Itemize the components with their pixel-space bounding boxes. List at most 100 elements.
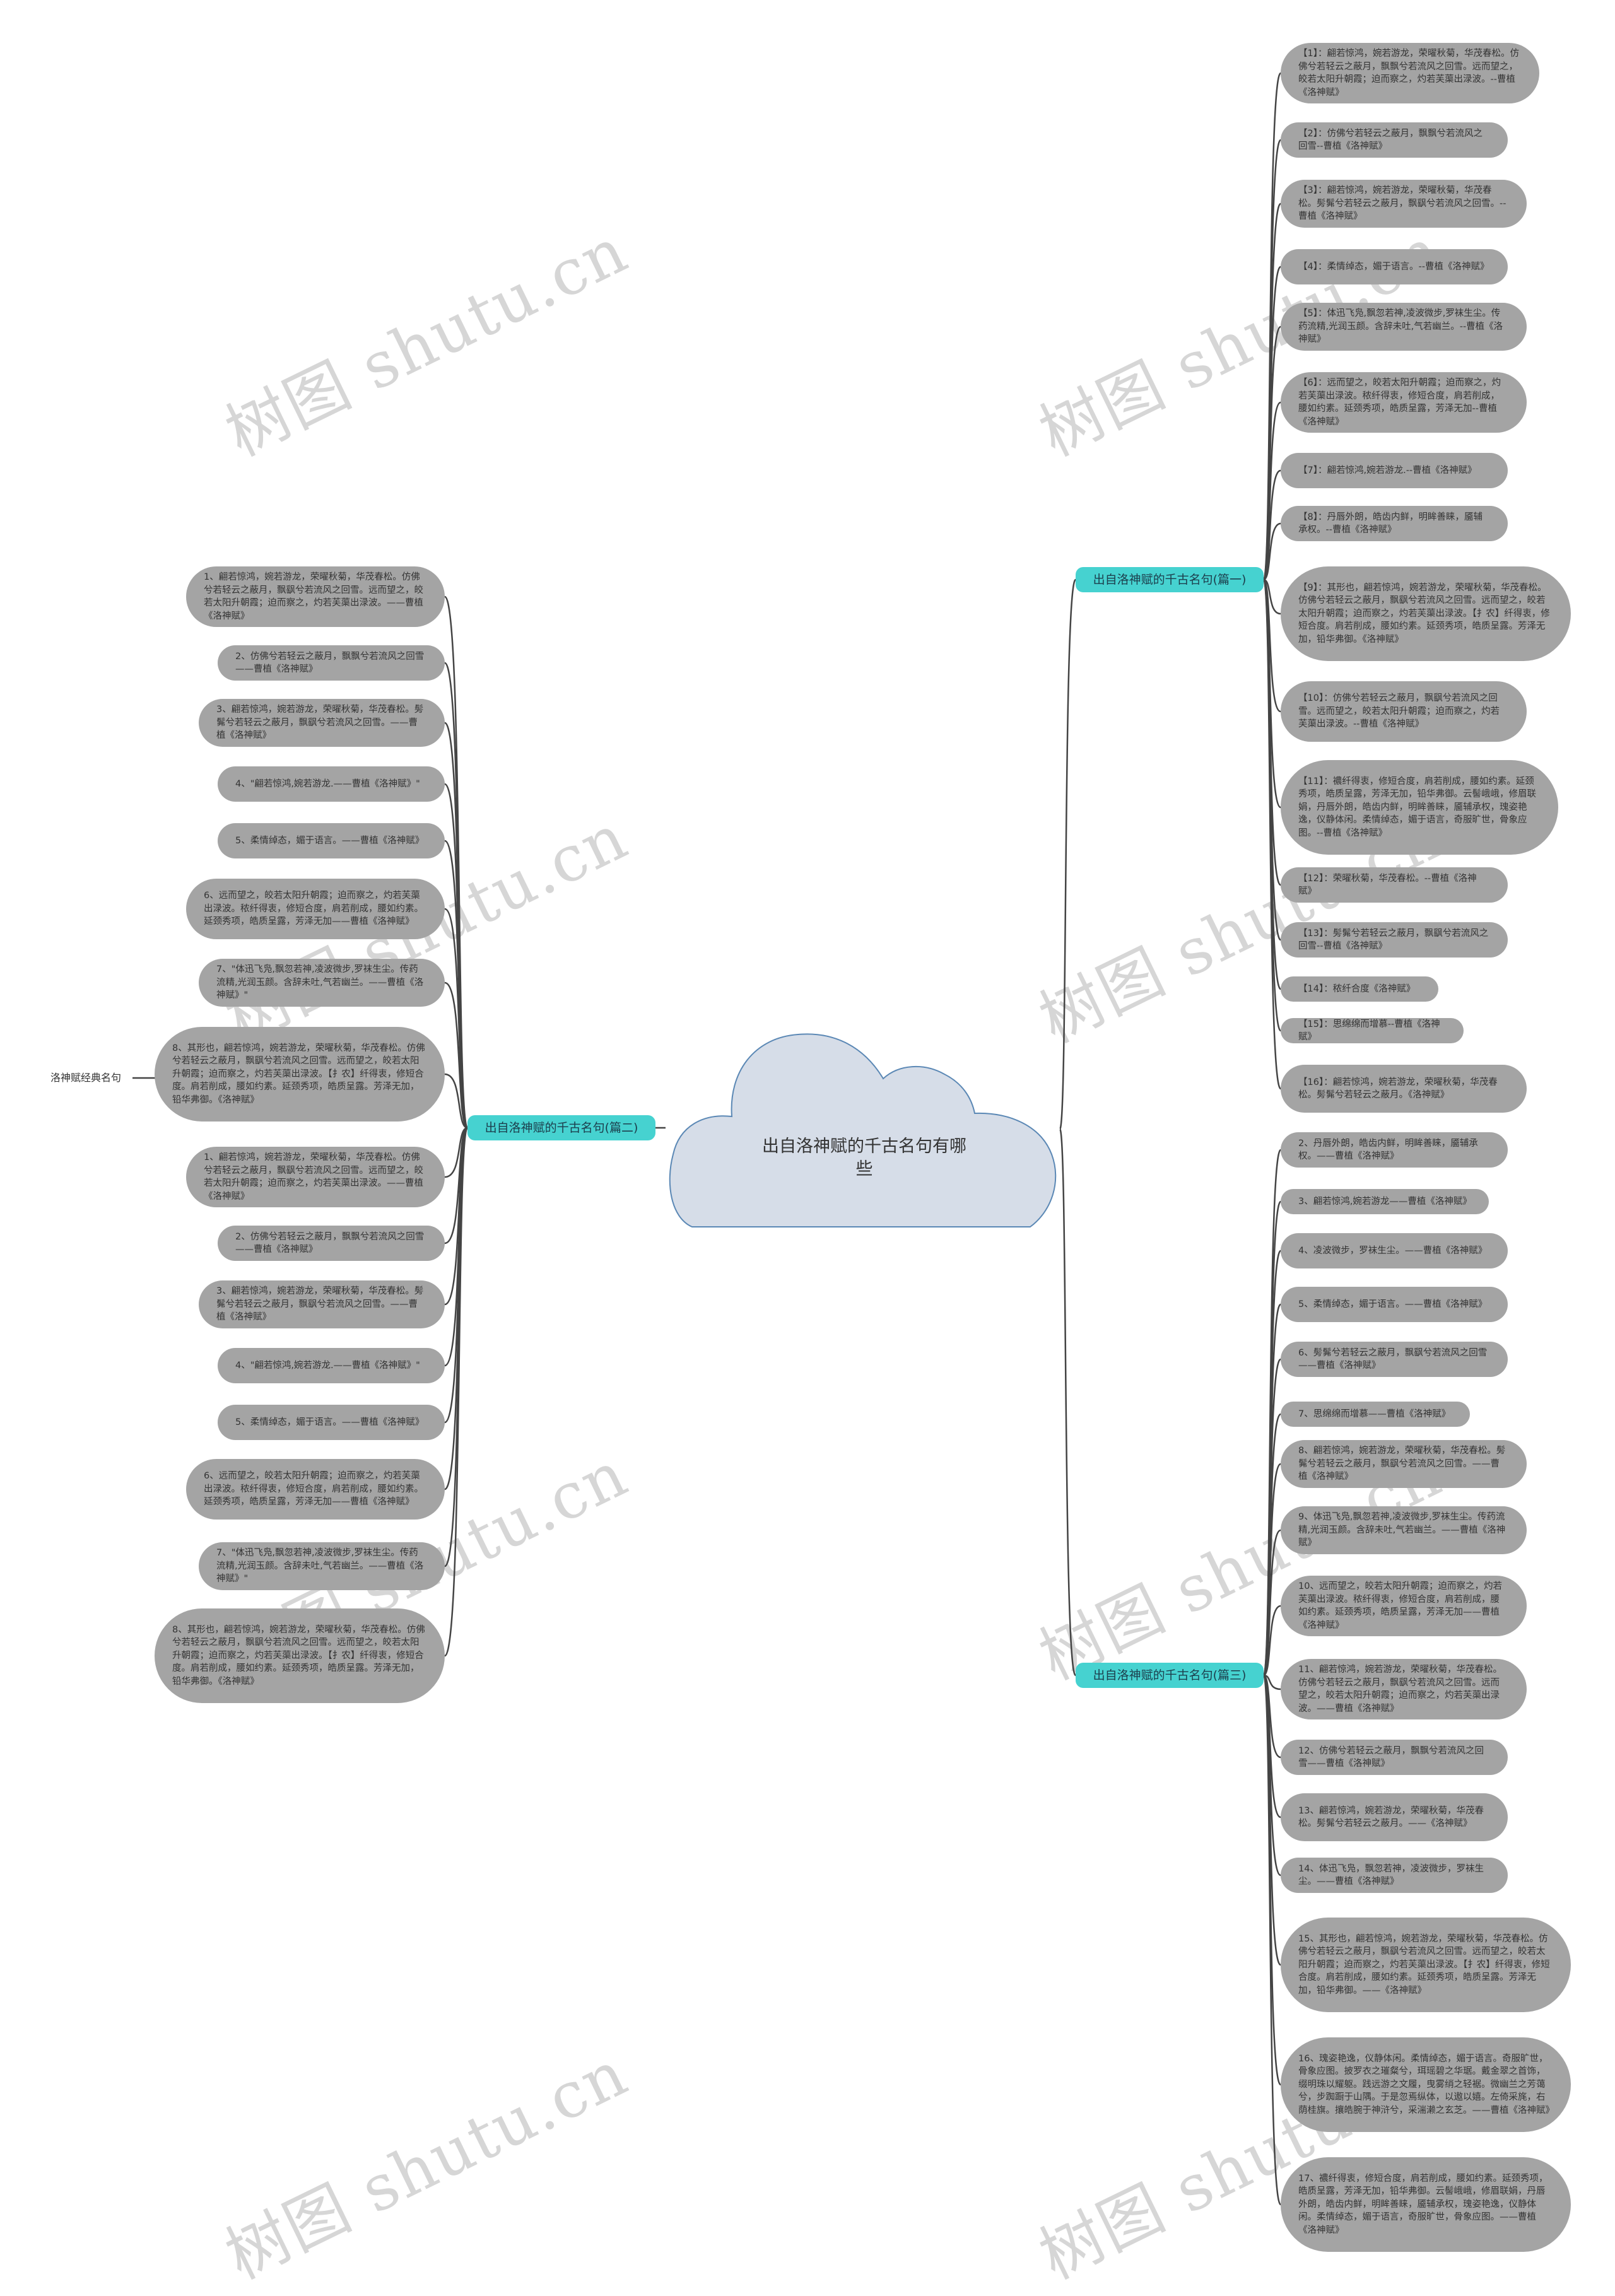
side-label: 洛神赋经典名句 [50, 1072, 121, 1084]
leaf-node[interactable]: 5、柔情绰态，媚于语言。——曹植《洛神赋》 [218, 823, 445, 858]
leaf-text: 3、翩若惊鸿,婉若游龙——曹植《洛神赋》 [1298, 1196, 1472, 1207]
connector-line [444, 981, 469, 1129]
leaf-node[interactable]: 【10】：仿佛兮若轻云之蔽月，飘飖兮若流风之回雪。远而望之，皎若太阳升朝霞；迫而… [1281, 681, 1527, 742]
leaf-text: 【16】：翩若惊鸿，婉若游龙，荣曜秋菊，华茂春松。髣髴兮若轻云之蔽月。《洛神赋》 [1298, 1077, 1498, 1101]
leaf-node[interactable]: 1、翩若惊鸿，婉若游龙，荣曜秋菊，华茂春松。仿佛兮若轻云之蔽月，飘飖兮若流风之回… [186, 1147, 445, 1207]
leaf-text: 【2】：仿佛兮若轻云之蔽月，飘飘兮若流风之回雪--曹植《洛神赋》 [1298, 128, 1483, 152]
leaf-node[interactable]: 7、"体迅飞凫,飘忽若神,凌波微步,罗袜生尘。传药流精,光润玉颜。含辞未吐,气若… [199, 959, 445, 1007]
leaf-node[interactable]: 17、襛纤得衷，修短合度，肩若削成，腰如约素。延颈秀项，皓质呈露，芳泽无加，铅华… [1281, 2157, 1571, 2252]
leaf-node[interactable]: 5、柔情绰态，媚于语言。——曹植《洛神赋》 [218, 1405, 445, 1440]
leaf-text: 3、翩若惊鸿，婉若游龙，荣曜秋菊，华茂春松。髣髴兮若轻云之蔽月，飘飖兮若流风之回… [216, 1286, 424, 1323]
leaf-node[interactable]: 3、翩若惊鸿，婉若游龙，荣曜秋菊，华茂春松。髣髴兮若轻云之蔽月，飘飖兮若流风之回… [199, 699, 445, 747]
leaf-text: 11、翩若惊鸿，婉若游龙，荣曜秋菊，华茂春松。仿佛兮若轻云之蔽月，飘飖兮若流风之… [1298, 1665, 1502, 1714]
leaf-node[interactable]: 【7】：翩若惊鸿,婉若游龙.--曹植《洛神赋》 [1281, 453, 1508, 488]
leaf-node[interactable]: 12、仿佛兮若轻云之蔽月，飘飘兮若流风之回雪——曹植《洛神赋》 [1281, 1740, 1508, 1775]
leaf-node[interactable]: 【12】：荣曜秋菊，华茂春松。--曹植《洛神赋》 [1281, 867, 1508, 903]
leaf-text: 3、翩若惊鸿，婉若游龙，荣曜秋菊，华茂春松。髣髴兮若轻云之蔽月，飘飖兮若流风之回… [216, 705, 424, 741]
leaf-node[interactable]: 8、其形也，翩若惊鸿，婉若游龙，荣曜秋菊，华茂春松。仿佛兮若轻云之蔽月，飘飖兮若… [155, 1027, 445, 1122]
leaf-node[interactable]: 4、凌波微步，罗袜生尘。——曹植《洛神赋》 [1281, 1233, 1508, 1268]
leaf-text: 2、仿佛兮若轻云之蔽月，飘飘兮若流风之回雪——曹植《洛神赋》 [235, 651, 425, 675]
leaf-node[interactable]: 【16】：翩若惊鸿，婉若游龙，荣曜秋菊，华茂春松。髣髴兮若轻云之蔽月。《洛神赋》 [1281, 1065, 1527, 1113]
leaf-text: 15、其形也，翩若惊鸿，婉若游龙，荣曜秋菊，华茂春松。仿佛兮若轻云之蔽月，飘飖兮… [1298, 1933, 1550, 1996]
leaf-node[interactable]: 【8】：丹唇外朗，皓齿内鲜，明眸善睐，靥辅承权。--曹植《洛神赋》 [1281, 506, 1508, 541]
leaf-text: 6、远而望之，皎若太阳升朝霞；迫而察之，灼若芙蕖出渌波。秾纤得衷，修短合度，肩若… [204, 891, 423, 927]
connector-line [443, 1127, 469, 1657]
leaf-node[interactable]: 15、其形也，翩若惊鸿，婉若游龙，荣曜秋菊，华茂春松。仿佛兮若轻云之蔽月，飘飖兮… [1281, 1918, 1571, 2012]
leaf-node[interactable]: 【11】：襛纤得衷，修短合度，肩若削成，腰如约素。延颈秀项，皓质呈露，芳泽无加，… [1281, 760, 1558, 855]
leaf-node[interactable]: 【9】：其形也，翩若惊鸿，婉若游龙，荣曜秋菊，华茂春松。仿佛兮若轻云之蔽月，飘飖… [1281, 566, 1571, 661]
leaf-node[interactable]: 2、仿佛兮若轻云之蔽月，飘飘兮若流风之回雪——曹植《洛神赋》 [218, 645, 445, 681]
branch-part3[interactable]: 出自洛神赋的千古名句(篇三) [1076, 1663, 1264, 1688]
leaf-node[interactable]: 7、思绵绵而增慕——曹植《洛神赋》 [1281, 1402, 1470, 1427]
leaf-text: 【14】：秾纤合度《洛神赋》 [1298, 983, 1416, 994]
leaf-node[interactable]: 14、体迅飞凫，飘忽若神，凌波微步，罗袜生尘。——曹植《洛神赋》 [1281, 1858, 1508, 1893]
leaf-node[interactable]: 4、"翩若惊鸿,婉若游龙.——曹植《洛神赋》" [218, 766, 445, 802]
leaf-node[interactable]: 【4】：柔情绰态，媚于语言。--曹植《洛神赋》 [1281, 249, 1508, 284]
leaf-node[interactable]: 【13】：髣髴兮若轻云之蔽月，飘飖兮若流风之回雪--曹植《洛神赋》 [1281, 922, 1508, 958]
leaf-text: 14、体迅飞凫，飘忽若神，凌波微步，罗袜生尘。——曹植《洛神赋》 [1298, 1863, 1484, 1887]
leaf-node[interactable]: 8、翩若惊鸿，婉若游龙，荣曜秋菊，华茂春松。髣髴兮若轻云之蔽月，飘飖兮若流风之回… [1281, 1440, 1527, 1488]
leaf-node[interactable]: 10、远而望之，皎若太阳升朝霞；迫而察之，灼若芙蕖出渌波。秾纤得衷，修短合度，肩… [1281, 1576, 1527, 1636]
leaf-node[interactable]: 6、远而望之，皎若太阳升朝霞；迫而察之，灼若芙蕖出渌波。秾纤得衷，修短合度，肩若… [186, 1459, 445, 1520]
leaf-text: 5、柔情绰态，媚于语言。——曹植《洛神赋》 [235, 1417, 425, 1427]
leaf-node[interactable]: 2、丹唇外朗，皓齿内鲜，明眸善睐，靥辅承权。——曹植《洛神赋》 [1281, 1132, 1508, 1168]
leaf-text: 【3】：翩若惊鸿，婉若游龙，荣曜秋菊，华茂春松。髣髴兮若轻云之蔽月，飘飖兮若流风… [1298, 185, 1506, 222]
leaf-text: 7、"体迅飞凫,飘忽若神,凌波微步,罗袜生尘。传药流精,光润玉颜。含辞未吐,气若… [216, 1548, 424, 1584]
leaf-node[interactable]: 【14】：秾纤合度《洛神赋》 [1281, 976, 1438, 1002]
leaf-node[interactable]: 5、柔情绰态，媚于语言。——曹植《洛神赋》 [1281, 1287, 1508, 1322]
leaf-node[interactable]: 11、翩若惊鸿，婉若游龙，荣曜秋菊，华茂春松。仿佛兮若轻云之蔽月，飘飖兮若流风之… [1281, 1659, 1527, 1719]
leaf-text: 4、"翩若惊鸿,婉若游龙.——曹植《洛神赋》" [235, 778, 420, 789]
leaf-text: 6、远而望之，皎若太阳升朝霞；迫而察之，灼若芙蕖出渌波。秾纤得衷，修短合度，肩若… [204, 1471, 423, 1508]
leaf-node[interactable]: 【1】：翩若惊鸿，婉若游龙，荣曜秋菊，华茂春松。仿佛兮若轻云之蔽月，飘飘兮若流风… [1281, 43, 1539, 103]
leaf-text: 【7】：翩若惊鸿,婉若游龙.--曹植《洛神赋》 [1298, 465, 1477, 476]
leaf-node[interactable]: 1、翩若惊鸿，婉若游龙，荣曜秋菊，华茂春松。仿佛兮若轻云之蔽月，飘飖兮若流风之回… [186, 566, 445, 627]
leaf-node[interactable]: 6、髣髴兮若轻云之蔽月，飘飖兮若流风之回雪——曹植《洛神赋》 [1281, 1342, 1508, 1377]
leaf-text: 【9】：其形也，翩若惊鸿，婉若游龙，荣曜秋菊，华茂春松。仿佛兮若轻云之蔽月，飘飖… [1298, 582, 1550, 645]
leaf-text: 8、翩若惊鸿，婉若游龙，荣曜秋菊，华茂春松。髣髴兮若轻云之蔽月，飘飖兮若流风之回… [1298, 1446, 1506, 1482]
leaf-text: 【15】：思绵绵而增慕--曹植《洛神赋》 [1298, 1019, 1440, 1043]
leaf-text: 17、襛纤得衷，修短合度，肩若削成，腰如约素。延颈秀项，皓质呈露，芳泽无加，铅华… [1298, 2173, 1548, 2235]
leaf-text: 【6】：远而望之，皎若太阳升朝霞；迫而察之，灼若芙蕖出渌波。秾纤得衷，修短合度，… [1298, 378, 1501, 427]
leaf-node[interactable]: 【5】：体迅飞凫,飘忽若神,凌波微步,罗袜生尘。传药流精,光润玉颜。含辞未吐,气… [1281, 303, 1527, 351]
leaf-text: 7、思绵绵而增慕——曹植《洛神赋》 [1298, 1409, 1451, 1419]
leaf-node[interactable]: 3、翩若惊鸿,婉若游龙——曹植《洛神赋》 [1281, 1189, 1489, 1214]
leaf-text: 【5】：体迅飞凫,飘忽若神,凌波微步,罗袜生尘。传药流精,光润玉颜。含辞未吐,气… [1298, 308, 1503, 345]
leaf-text: 【12】：荣曜秋菊，华茂春松。--曹植《洛神赋》 [1298, 873, 1477, 897]
branch-part1[interactable]: 出自洛神赋的千古名句(篇一) [1076, 567, 1264, 592]
leaf-text: 【10】：仿佛兮若轻云之蔽月，飘飖兮若流风之回雪。远而望之，皎若太阳升朝霞；迫而… [1298, 693, 1500, 730]
leaf-node[interactable]: 7、"体迅飞凫,飘忽若神,凌波微步,罗袜生尘。传药流精,光润玉颜。含辞未吐,气若… [199, 1542, 445, 1590]
connector-line [1059, 578, 1077, 1130]
leaf-node[interactable]: 6、远而望之，皎若太阳升朝霞；迫而察之，灼若芙蕖出渌波。秾纤得衷，修短合度，肩若… [186, 879, 445, 939]
leaf-text: 8、其形也，翩若惊鸿，婉若游龙，荣曜秋菊，华茂春松。仿佛兮若轻云之蔽月，飘飖兮若… [172, 1624, 425, 1687]
leaf-text: 【1】：翩若惊鸿，婉若游龙，荣曜秋菊，华茂春松。仿佛兮若轻云之蔽月，飘飘兮若流风… [1298, 49, 1519, 98]
cloud-shape [669, 1033, 1057, 1227]
leaf-node[interactable]: 4、"翩若惊鸿,婉若游龙.——曹植《洛神赋》" [218, 1348, 445, 1383]
leaf-node[interactable]: 9、体迅飞凫,飘忽若神,凌波微步,罗袜生尘。传药流精,光润玉颜。含辞未吐,气若幽… [1281, 1506, 1527, 1554]
connector-line [1262, 1674, 1282, 2206]
leaf-node[interactable]: 【2】：仿佛兮若轻云之蔽月，飘飘兮若流风之回雪--曹植《洛神赋》 [1281, 122, 1508, 158]
leaf-node[interactable]: 【3】：翩若惊鸿，婉若游龙，荣曜秋菊，华茂春松。髣髴兮若轻云之蔽月，飘飖兮若流风… [1281, 180, 1527, 228]
leaf-text: 8、其形也，翩若惊鸿，婉若游龙，荣曜秋菊，华茂春松。仿佛兮若轻云之蔽月，飘飖兮若… [172, 1043, 425, 1105]
connector-line [1263, 1605, 1281, 1677]
leaf-text: 5、柔情绰态，媚于语言。——曹植《洛神赋》 [1298, 1299, 1488, 1309]
leaf-node[interactable]: 13、翩若惊鸿，婉若游龙，荣曜秋菊，华茂春松。髣髴兮若轻云之蔽月。——《洛神赋》 [1281, 1793, 1508, 1841]
leaf-node[interactable]: 3、翩若惊鸿，婉若游龙，荣曜秋菊，华茂春松。髣髴兮若轻云之蔽月，飘飖兮若流风之回… [199, 1280, 445, 1328]
leaf-text: 【13】：髣髴兮若轻云之蔽月，飘飖兮若流风之回雪--曹植《洛神赋》 [1298, 928, 1489, 952]
leaf-node[interactable]: 2、仿佛兮若轻云之蔽月，飘飘兮若流风之回雪——曹植《洛神赋》 [218, 1226, 445, 1261]
leaf-text: 【4】：柔情绰态，媚于语言。--曹植《洛神赋》 [1298, 261, 1489, 272]
branch-part2[interactable]: 出自洛神赋的千古名句(篇二) [467, 1115, 655, 1140]
leaf-node[interactable]: 【6】：远而望之，皎若太阳升朝霞；迫而察之，灼若芙蕖出渌波。秾纤得衷，修短合度，… [1281, 372, 1527, 433]
root-topic-cloud[interactable]: 出自洛神赋的千古名句有哪些 [666, 1019, 1060, 1236]
leaf-text: 4、"翩若惊鸿,婉若游龙.——曹植《洛神赋》" [235, 1360, 420, 1371]
leaf-text: 2、仿佛兮若轻云之蔽月，飘飘兮若流风之回雪——曹植《洛神赋》 [235, 1231, 425, 1255]
leaf-text: 6、髣髴兮若轻云之蔽月，飘飖兮若流风之回雪——曹植《洛神赋》 [1298, 1347, 1488, 1371]
leaf-text: 9、体迅飞凫,飘忽若神,凌波微步,罗袜生尘。传药流精,光润玉颜。含辞未吐,气若幽… [1298, 1512, 1506, 1549]
leaf-node[interactable]: 【15】：思绵绵而增慕--曹植《洛神赋》 [1281, 1018, 1464, 1043]
leaf-node[interactable]: 16、瑰姿艳逸，仪静体闲。柔情绰态，媚于语言。奇服旷世，骨象应图。披罗衣之璀粲兮… [1281, 2037, 1571, 2132]
connector-line [1263, 578, 1281, 615]
leaf-text: 1、翩若惊鸿，婉若游龙，荣曜秋菊，华茂春松。仿佛兮若轻云之蔽月，飘飖兮若流风之回… [204, 572, 423, 621]
leaf-text: 12、仿佛兮若轻云之蔽月，飘飘兮若流风之回雪——曹植《洛神赋》 [1298, 1745, 1484, 1769]
connector-line [1262, 1529, 1281, 1677]
leaf-node[interactable]: 8、其形也，翩若惊鸿，婉若游龙，荣曜秋菊，华茂春松。仿佛兮若轻云之蔽月，飘飖兮若… [155, 1608, 445, 1703]
